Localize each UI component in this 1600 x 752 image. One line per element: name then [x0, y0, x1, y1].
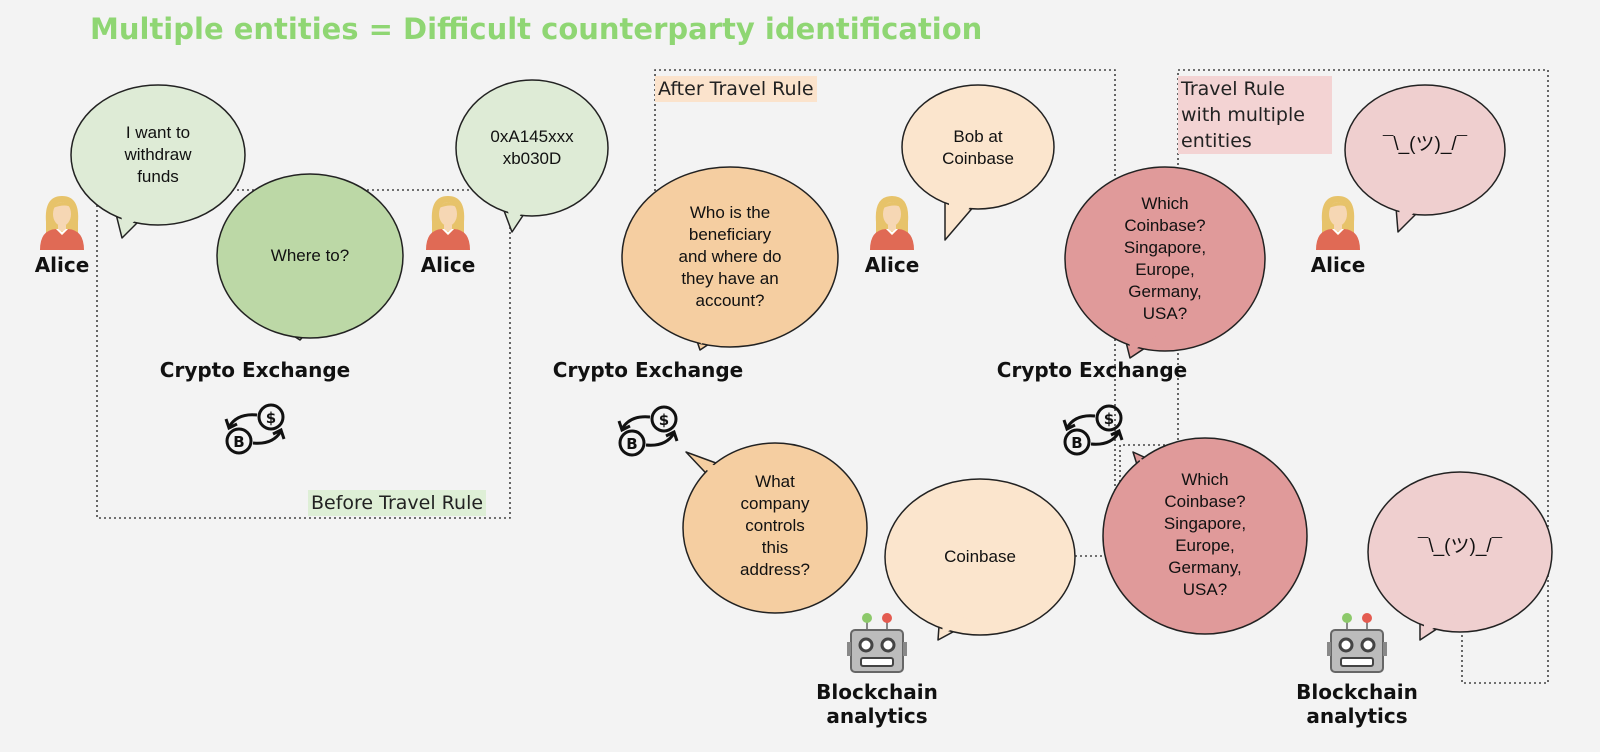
crypto-exchange-label: Crypto Exchange — [996, 358, 1188, 382]
bubble-address-text: 0xA145xxx xb030D — [490, 127, 574, 168]
woman-icon — [1316, 196, 1360, 250]
before-travel-rule-label: Before Travel Rule — [308, 490, 487, 516]
crypto-exchange-icon — [224, 403, 286, 455]
bubble-which-coinbase-analytics-text: Which Coinbase? Singapore, Europe, Germa… — [1163, 470, 1247, 599]
bubble-bob-text: Bob at Coinbase — [942, 127, 1014, 168]
bubble-withdraw-text: I want to withdraw funds — [124, 123, 192, 186]
bubble-what-company-text: What company controls this address? — [740, 472, 810, 579]
crypto-exchange-icon — [1062, 404, 1124, 456]
alice-label: Alice — [420, 253, 476, 277]
bubble-which-coinbase-text: Which Coinbase? Singapore, Europe, Germa… — [1123, 194, 1207, 323]
woman-icon — [40, 196, 84, 250]
diagram-title: Multiple entities = Difficult counterpar… — [90, 12, 983, 46]
bubble-which-coinbase — [1064, 166, 1266, 359]
bubble-withdraw — [70, 84, 246, 239]
woman-icon — [426, 196, 470, 250]
bubble-what-company — [682, 442, 868, 614]
bubble-bob — [901, 84, 1055, 241]
alice-label: Alice — [864, 253, 920, 277]
woman-icon — [870, 196, 914, 250]
bubble-which-coinbase-analytics — [1102, 437, 1308, 635]
crypto-exchange-label: Crypto Exchange — [552, 358, 744, 382]
multiple-entities-label: Travel Rule with multiple entities — [1178, 76, 1332, 154]
alice-label: Alice — [1310, 253, 1366, 277]
bubble-address — [455, 79, 609, 233]
robot-icon — [845, 611, 909, 674]
bubble-coinbase-text: Coinbase — [944, 547, 1016, 566]
alice-label: Alice — [34, 253, 90, 277]
blockchain-analytics-label: Blockchain analytics — [816, 680, 938, 728]
bubble-shrug-analytics-text: ¯\_(ツ)_/¯ — [1417, 536, 1503, 557]
bubble-coinbase — [884, 478, 1076, 641]
after-section-box — [654, 69, 1116, 497]
bubble-shrug — [1344, 84, 1506, 233]
crypto-exchange-icon — [617, 405, 679, 457]
after-travel-rule-label: After Travel Rule — [655, 76, 817, 102]
bubble-shrug-analytics — [1367, 471, 1553, 641]
blockchain-analytics-label: Blockchain analytics — [1296, 680, 1418, 728]
bubble-where-to-text: Where to? — [270, 246, 350, 265]
robot-icon — [1325, 611, 1389, 674]
bubble-who-beneficiary-text: Who is the beneficiary and where do they… — [678, 203, 782, 310]
bubble-where-to — [216, 173, 404, 341]
crypto-exchange-label: Crypto Exchange — [159, 358, 351, 382]
bubble-who-beneficiary — [621, 166, 839, 351]
multiple-section-box — [1119, 69, 1549, 684]
bubble-shrug-text: ¯\_(ツ)_/¯ — [1382, 134, 1468, 155]
